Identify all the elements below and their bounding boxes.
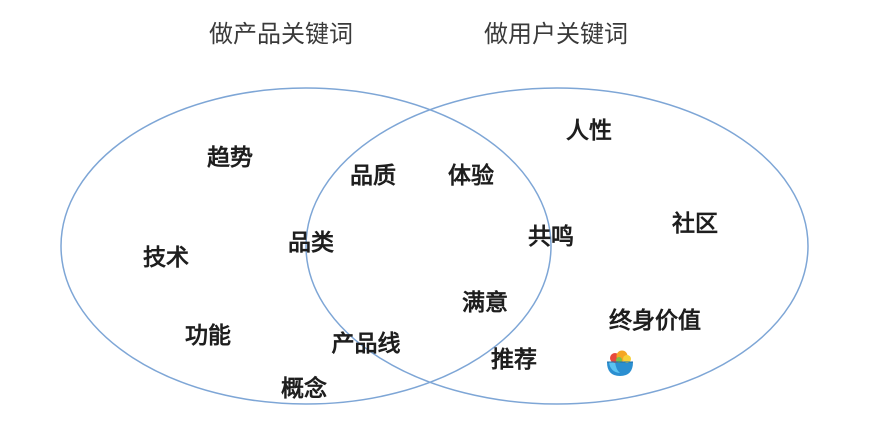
keyword-function: 功能	[185, 323, 231, 349]
product-keywords-circle	[60, 87, 552, 405]
keyword-satisfaction: 满意	[462, 290, 508, 316]
keyword-concept: 概念	[281, 376, 327, 402]
keyword-trend: 趋势	[207, 145, 253, 171]
keyword-experience: 体验	[448, 163, 494, 189]
keyword-recommendation: 推荐	[491, 347, 537, 373]
keyword-product-line: 产品线	[331, 331, 401, 357]
keyword-technology: 技术	[143, 245, 189, 271]
user-keywords-title: 做用户关键词	[484, 20, 628, 48]
user-keywords-circle	[305, 87, 809, 405]
keyword-community: 社区	[672, 211, 718, 237]
keyword-category: 品类	[288, 230, 334, 256]
colorful-bowl-logo-icon	[607, 350, 633, 376]
keyword-resonance: 共鸣	[528, 224, 574, 250]
keyword-lifetime-value: 终身价值	[609, 308, 701, 334]
product-keywords-title: 做产品关键词	[209, 20, 353, 48]
keyword-quality: 品质	[350, 163, 396, 189]
keyword-human-nature: 人性	[566, 118, 612, 144]
